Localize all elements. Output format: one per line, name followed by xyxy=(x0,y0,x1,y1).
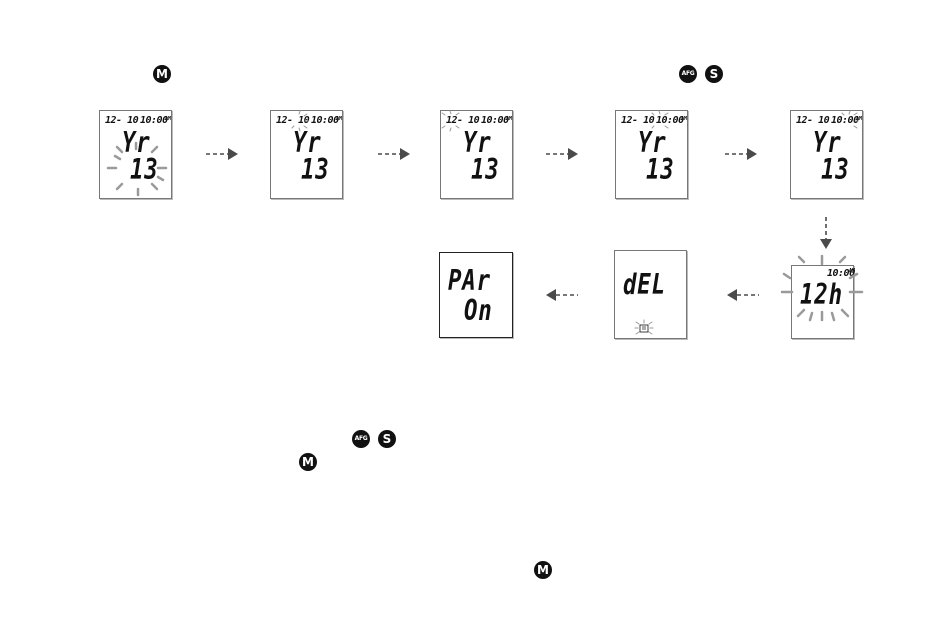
memory-icon xyxy=(615,251,688,340)
afg-button-icon: AFG xyxy=(352,430,370,448)
lcd-screen-year-flash: 12- 10 10:00 AM Yr 13 xyxy=(99,110,172,199)
m-button-icon: M xyxy=(534,561,552,579)
arrow-right-icon xyxy=(546,147,578,161)
arrow-right-icon xyxy=(378,147,410,161)
parameter-label: PAr xyxy=(448,267,491,295)
flash-rays-icon xyxy=(791,111,864,200)
lcd-screen-parameter: PAr On xyxy=(439,252,513,338)
lcd-screen-hour-format: 10:00 AM 12h xyxy=(791,265,854,339)
arrow-left-icon xyxy=(546,288,578,302)
arrow-left-icon xyxy=(727,288,759,302)
flash-rays-icon xyxy=(616,111,689,200)
m-button-icon: M xyxy=(153,65,171,83)
lcd-screen-day-flash: 12- 10 10:00 AM Yr 13 xyxy=(440,110,513,199)
lcd-screen-minute-flash: 12- 10 10:00 AM Yr 13 xyxy=(790,110,863,199)
m-button-icon: M xyxy=(299,453,317,471)
flash-rays-icon xyxy=(441,111,514,200)
flash-rays-icon xyxy=(271,111,344,200)
afg-button-icon: AFG xyxy=(679,65,697,83)
flash-rays-icon xyxy=(100,111,173,200)
arrow-right-icon xyxy=(206,147,238,161)
parameter-state: On xyxy=(464,297,493,325)
arrow-down-icon xyxy=(819,217,833,249)
lcd-screen-hour-flash: 12- 10 10:00 AM Yr 13 xyxy=(615,110,688,199)
lcd-screen-delete: dEL xyxy=(614,250,687,339)
lcd-screen-month-flash: 12- 10 10:00 AM Yr 13 xyxy=(270,110,343,199)
s-button-icon: S xyxy=(378,430,396,448)
arrow-right-icon xyxy=(725,147,757,161)
s-button-icon: S xyxy=(705,65,723,83)
flash-rays-icon xyxy=(792,266,855,340)
